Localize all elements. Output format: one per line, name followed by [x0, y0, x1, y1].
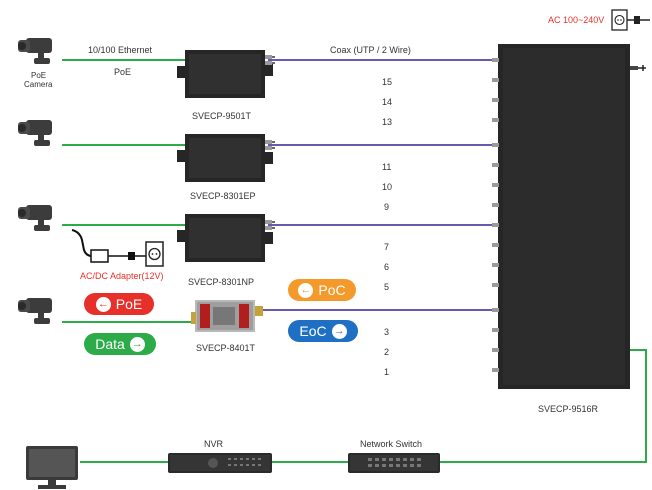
- device-label-svecp-8301np: SVECP-8301NP: [188, 277, 255, 287]
- transmitter-svecp-8401t: [191, 300, 263, 332]
- port-number: 2: [384, 347, 390, 357]
- poc-badge: ← PoC: [288, 279, 356, 301]
- power-outlet-icon: [611, 9, 650, 31]
- coax-cables: [262, 59, 500, 311]
- nvr-device: [168, 453, 272, 473]
- adapter-label: AC/DC Adapter(12V): [80, 271, 164, 281]
- arrow-left-icon: ←: [95, 296, 111, 312]
- adapter-icon: [71, 229, 146, 263]
- outlet-icon: [145, 241, 164, 267]
- port-number: 1: [384, 367, 390, 377]
- device-label-svecp-9501t: SVECP-9501T: [192, 111, 252, 121]
- port-number: 11: [382, 162, 392, 172]
- coax-link-label: Coax (UTP / 2 Wire): [330, 45, 411, 55]
- transmitter-svecp-9501t: [177, 50, 275, 98]
- port-number: 6: [384, 262, 390, 272]
- monitor-icon: [26, 446, 78, 489]
- arrow-right-icon: →: [129, 336, 145, 352]
- port-number: 15: [382, 77, 393, 87]
- receiver-svecp-9516r: [492, 44, 646, 389]
- camera-label-line1: PoE: [31, 71, 47, 80]
- device-label-network-switch: Network Switch: [360, 439, 423, 449]
- power-source-label: AC 100~240V: [548, 15, 605, 25]
- camera-icon: [18, 120, 52, 146]
- device-label-svecp-8401t: SVECP-8401T: [196, 343, 256, 353]
- port-number: 10: [382, 182, 393, 192]
- poc-badge-label: PoC: [318, 282, 346, 298]
- transmitter-svecp-8301np: [177, 214, 275, 262]
- device-label-svecp-8301ep: SVECP-8301EP: [190, 191, 256, 201]
- poe-badge-label: PoE: [115, 296, 143, 312]
- port-number: 3: [384, 327, 390, 337]
- transmitter-svecp-8301ep: [177, 134, 275, 182]
- data-badge-label: Data: [95, 336, 125, 352]
- arrow-right-icon: →: [331, 323, 347, 339]
- ethernet-link-label: 10/100 Ethernet: [88, 45, 153, 55]
- data-badge: Data →: [84, 333, 156, 355]
- device-label-nvr: NVR: [204, 439, 224, 449]
- network-switch-device: [348, 453, 440, 473]
- camera-label-line2: Camera: [24, 80, 53, 89]
- camera-icon: [18, 38, 52, 64]
- eoc-badge: EoC →: [288, 320, 358, 342]
- port-number: 13: [382, 117, 393, 127]
- port-number: 14: [382, 97, 393, 107]
- poe-link-label: PoE: [114, 67, 132, 77]
- camera-icon: [18, 205, 52, 231]
- device-label-svecp-9516r: SVECP-9516R: [538, 404, 599, 414]
- camera-icon: [18, 298, 52, 324]
- port-number: 7: [384, 242, 390, 252]
- ethernet-cables: [62, 59, 647, 463]
- poe-badge: ← PoE: [84, 293, 154, 315]
- arrow-left-icon: ←: [298, 282, 314, 298]
- port-number: 5: [384, 282, 390, 292]
- port-number: 9: [384, 202, 390, 212]
- eoc-badge-label: EoC: [299, 323, 327, 339]
